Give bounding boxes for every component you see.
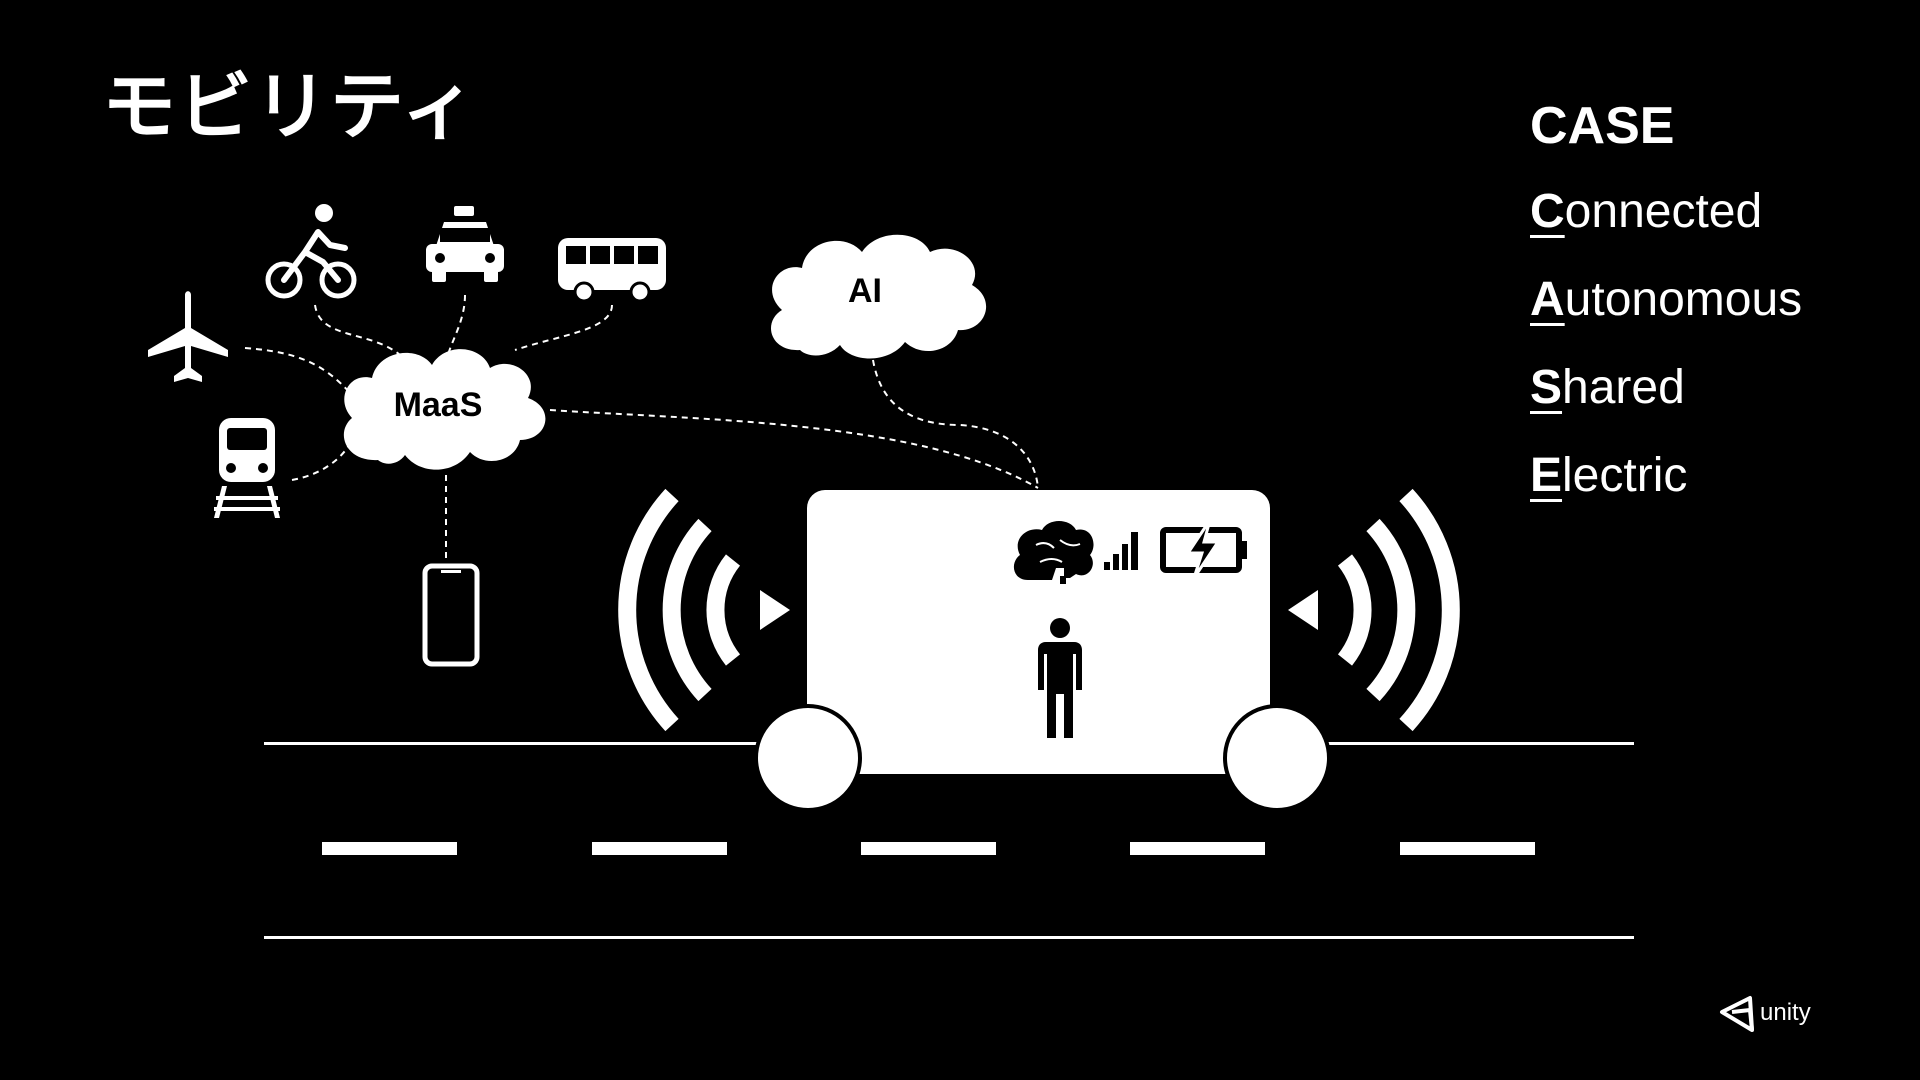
connector-car	[549, 409, 1039, 489]
unity-cube-icon	[1720, 996, 1754, 1032]
vehicle-wheel-front	[754, 704, 862, 812]
wireless-icon	[618, 488, 790, 732]
case-initial: E	[1530, 449, 1563, 502]
connector-train	[291, 439, 353, 481]
road-center-dashes	[322, 842, 1535, 855]
ai-label: AI	[848, 272, 882, 310]
connector-bicycle	[314, 304, 401, 356]
battery-icon	[1160, 519, 1247, 579]
bus-icon	[558, 238, 666, 303]
slide-title: モビリティ	[102, 64, 478, 150]
case-item-shared: Shared	[1530, 364, 1802, 412]
unity-logo: unity	[1720, 996, 1811, 1032]
case-initial: C	[1530, 185, 1565, 238]
airplane-icon	[148, 291, 228, 382]
vehicle-body	[807, 490, 1270, 774]
case-item-autonomous: Autonomous	[1530, 276, 1802, 324]
taxi-icon	[426, 206, 504, 282]
case-rest: lectric	[1562, 449, 1688, 502]
connector-bus	[514, 304, 613, 351]
case-initial: A	[1530, 273, 1565, 326]
signal-icon	[1104, 532, 1138, 570]
case-initial: S	[1530, 361, 1563, 414]
case-heading: CASE	[1530, 97, 1675, 155]
smartphone-icon	[422, 563, 480, 667]
case-item-electric: Electric	[1530, 452, 1802, 500]
brain-icon	[1013, 521, 1094, 584]
wireless-icon	[1288, 488, 1460, 732]
vehicle	[754, 490, 1331, 812]
connector-airplane	[244, 347, 353, 396]
connector-ai	[872, 359, 1039, 489]
person-icon	[1038, 618, 1082, 738]
maas-cloud: MaaS	[343, 349, 546, 470]
train-icon	[214, 418, 280, 518]
maas-label: MaaS	[394, 386, 483, 424]
case-rest: utonomous	[1564, 273, 1803, 326]
vehicle-wheel-rear	[1223, 704, 1331, 812]
ai-cloud: AI	[770, 234, 987, 359]
case-rest: onnected	[1564, 185, 1763, 238]
road-bottom-line	[264, 936, 1634, 939]
case-item-connected: Connected	[1530, 188, 1802, 236]
bicycle-icon	[265, 204, 357, 299]
case-rest: hared	[1562, 361, 1685, 414]
case-list: CASE Connected Autonomous Shared Electri…	[1530, 100, 1802, 540]
unity-wordmark: unity	[1760, 999, 1811, 1026]
connector-taxi	[447, 294, 466, 356]
